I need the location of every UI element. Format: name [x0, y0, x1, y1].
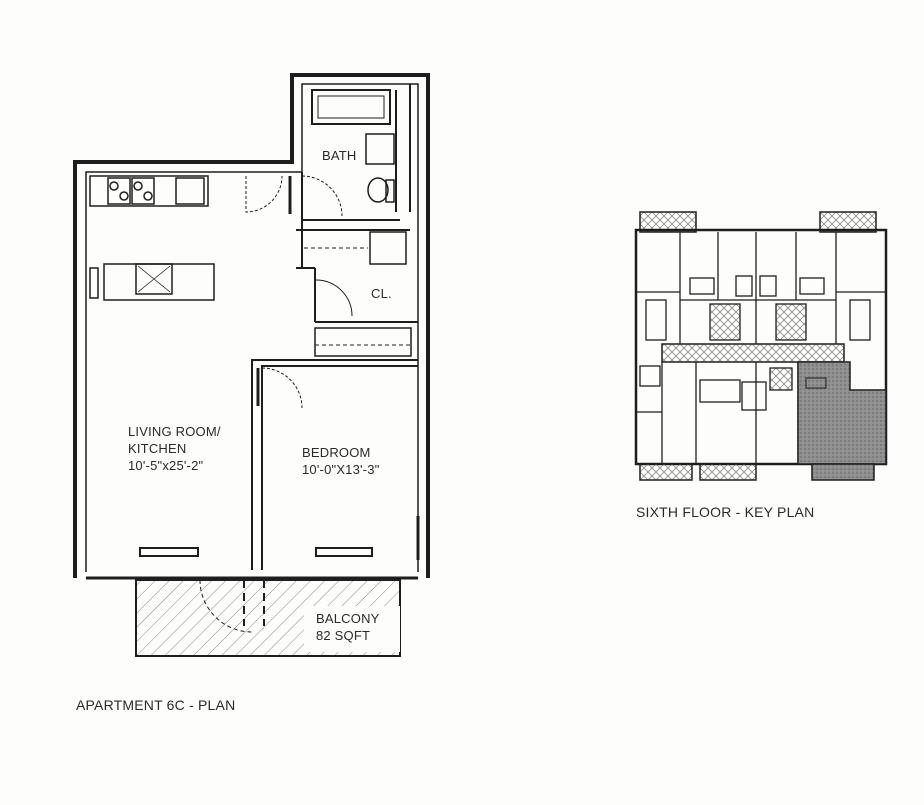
bedroom-walls — [251, 359, 418, 570]
balcony-area: 82 SQFT — [316, 628, 371, 643]
bath-sink — [365, 133, 395, 165]
key-plan-unit-6c — [797, 361, 887, 465]
balcony-label: BALCONY — [316, 611, 380, 626]
exterior-walls-inner — [85, 83, 419, 572]
hall-closet — [314, 327, 412, 357]
key-plan — [634, 211, 888, 481]
kitchen — [89, 175, 215, 301]
bath-walls — [296, 84, 418, 323]
window-living — [139, 547, 199, 557]
bathtub — [311, 89, 391, 125]
closet-label: CL. — [371, 286, 392, 301]
bedroom-label: BEDROOM — [302, 445, 371, 460]
key-plan-corridor — [661, 343, 845, 363]
window-bedroom — [315, 547, 373, 557]
closet-shelf — [369, 231, 407, 265]
toilet — [367, 177, 389, 203]
apartment-plan — [73, 73, 430, 657]
kitchen-label: KITCHEN — [128, 441, 187, 456]
exterior-walls — [73, 73, 430, 578]
key-plan-title: SIXTH FLOOR - KEY PLAN — [636, 504, 815, 520]
living-room-dimensions: 10'-5"x25'-2" — [128, 458, 204, 473]
apartment-plan-title: APARTMENT 6C - PLAN — [76, 697, 236, 713]
living-room-label: LIVING ROOM/ — [128, 424, 221, 439]
bedroom-dimensions: 10'-0"X13'-3" — [302, 462, 380, 477]
bath-label: BATH — [322, 148, 357, 163]
